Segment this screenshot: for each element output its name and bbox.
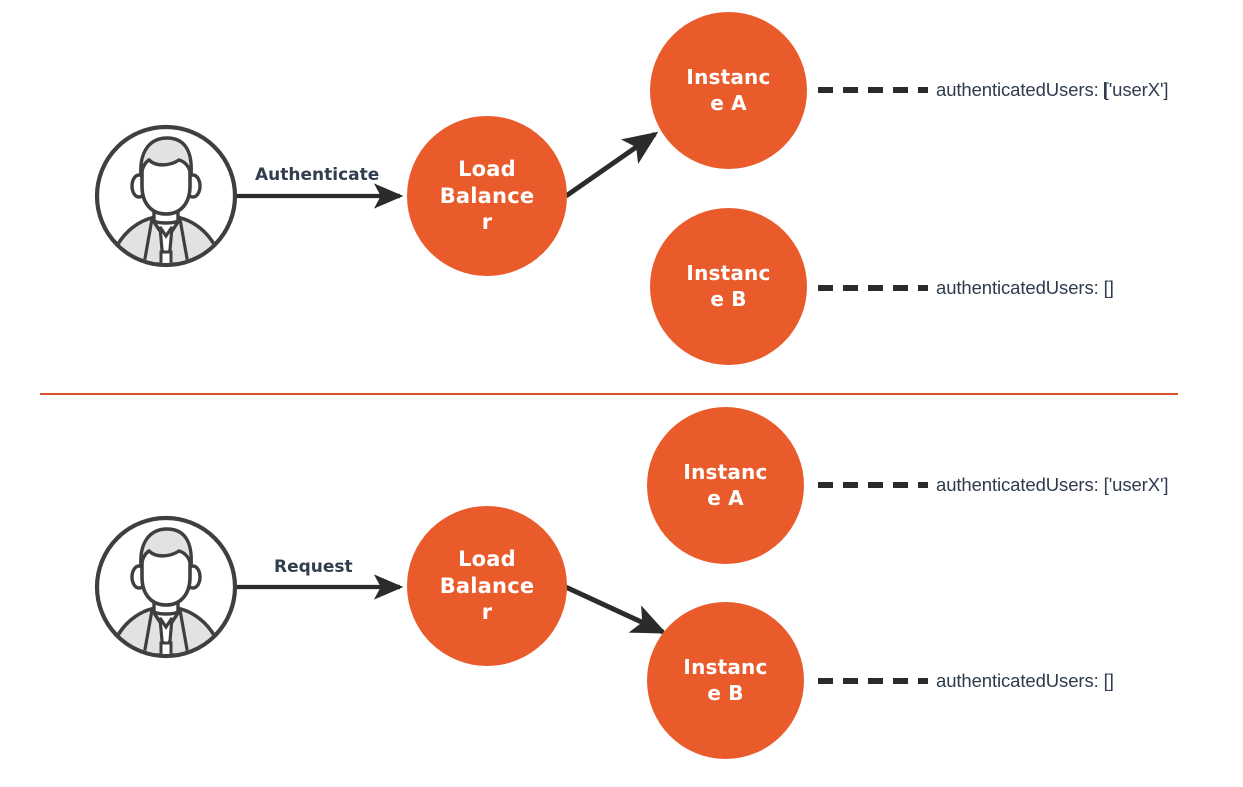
node-label-instance-a-top: Instanc e A bbox=[686, 64, 771, 115]
user-avatar-icon-bottom bbox=[94, 515, 238, 664]
dashed-connector-instance-a-bottom bbox=[818, 482, 928, 488]
edge-label-request: Request bbox=[274, 557, 353, 577]
state-label-instance-b-top: authenticatedUsers: [] bbox=[936, 277, 1114, 298]
node-instance-b-top[interactable]: Instanc e B bbox=[650, 208, 807, 365]
state-label-value-a-top: ['userX'] bbox=[1103, 79, 1169, 100]
node-label-instance-a-bottom: Instanc e A bbox=[683, 459, 768, 510]
edge-label-authenticate: Authenticate bbox=[255, 165, 380, 185]
dashed-connector-instance-b-top bbox=[818, 285, 928, 291]
arrow-lb-to-instance-a-top bbox=[564, 131, 659, 199]
state-label-instance-a-top: authenticatedUsers: ['userX'] bbox=[936, 79, 1169, 101]
node-label-instance-b-bottom: Instanc e B bbox=[683, 654, 768, 705]
node-label-load-balancer-bottom: Load Balance r bbox=[439, 546, 535, 625]
node-instance-a-bottom[interactable]: Instanc e A bbox=[647, 407, 804, 564]
node-load-balancer-bottom[interactable]: Load Balance r bbox=[407, 506, 567, 666]
arrow-lb-to-instance-b-bottom bbox=[555, 580, 667, 635]
state-label-instance-a-bottom: authenticatedUsers: ['userX'] bbox=[936, 474, 1169, 495]
section-divider bbox=[40, 393, 1178, 395]
dashed-connector-instance-b-bottom bbox=[818, 678, 928, 684]
node-label-instance-b-top: Instanc e B bbox=[686, 260, 771, 311]
state-label-prefix-a-top: authenticatedUsers: bbox=[936, 79, 1104, 100]
text-caret-icon bbox=[1103, 82, 1106, 99]
dashed-connector-instance-a-top bbox=[818, 87, 928, 93]
node-label-load-balancer-top: Load Balance r bbox=[439, 156, 535, 235]
node-instance-a-top[interactable]: Instanc e A bbox=[650, 12, 807, 169]
state-label-instance-b-bottom: authenticatedUsers: [] bbox=[936, 670, 1114, 691]
node-load-balancer-top[interactable]: Load Balance r bbox=[407, 116, 567, 276]
node-instance-b-bottom[interactable]: Instanc e B bbox=[647, 602, 804, 759]
user-avatar-icon bbox=[94, 124, 238, 273]
